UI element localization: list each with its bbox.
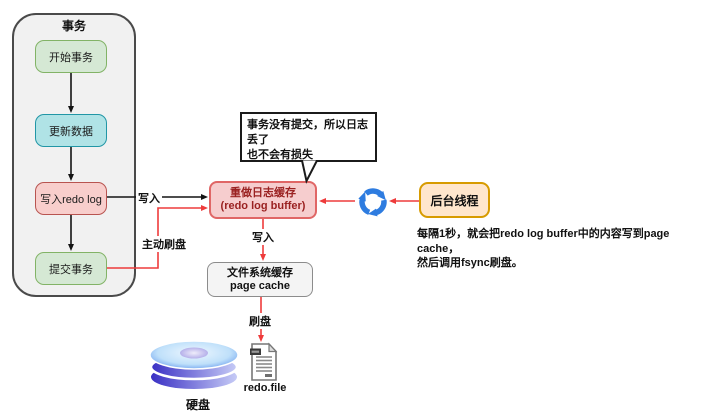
callout-line2: 也不会有损失 (247, 149, 313, 161)
redo-log-buffer-box: 重做日志缓存 (redo log buffer) (209, 181, 317, 219)
callout-tail (301, 160, 318, 184)
disk-caption: 硬盘 (185, 398, 210, 412)
edge-label-write: 写入 (136, 190, 162, 206)
edge-label-flush: 刷盘 (247, 313, 273, 329)
cache-line1: 文件系统缓存 (227, 266, 293, 279)
hard-disk-icon (149, 340, 239, 389)
edge-label-write-down: 写入 (250, 229, 276, 245)
background-thread-box: 后台线程 (419, 182, 490, 218)
step-update-data: 更新数据 (35, 114, 107, 147)
buffer-line2: (redo log buffer) (220, 200, 306, 212)
sync-refresh-icon (358, 188, 387, 217)
step-begin-transaction: 开始事务 (35, 40, 107, 73)
step-label: 提交事务 (49, 263, 93, 276)
step-label: 写入redo log (40, 193, 102, 206)
callout-line1: 事务没有提交，所以日志丢了 (247, 119, 368, 146)
note-line1: 每隔1秒，就会把redo log buffer中的内容写到page cache， (417, 228, 670, 255)
edge-label-active-flush: 主动刷盘 (140, 236, 188, 252)
step-commit-transaction: 提交事务 (35, 252, 107, 285)
buffer-line1: 重做日志缓存 (230, 187, 296, 199)
file-caption: redo.file (243, 382, 287, 394)
note-text: 每隔1秒，就会把redo log buffer中的内容写到page cache，… (417, 227, 709, 271)
cache-line2: page cache (230, 279, 290, 292)
thread-label: 后台线程 (430, 193, 479, 208)
step-write-redo-log: 写入redo log (35, 182, 107, 215)
note-line2: 然后调用fsync刷盘。 (417, 257, 523, 269)
callout-bubble: 事务没有提交，所以日志丢了 也不会有损失 (240, 112, 377, 162)
step-label: 更新数据 (49, 125, 93, 138)
step-label: 开始事务 (49, 51, 93, 64)
document-file-icon (250, 342, 278, 381)
page-cache-box: 文件系统缓存 page cache (207, 262, 313, 297)
transaction-group-title: 事务 (61, 19, 86, 33)
